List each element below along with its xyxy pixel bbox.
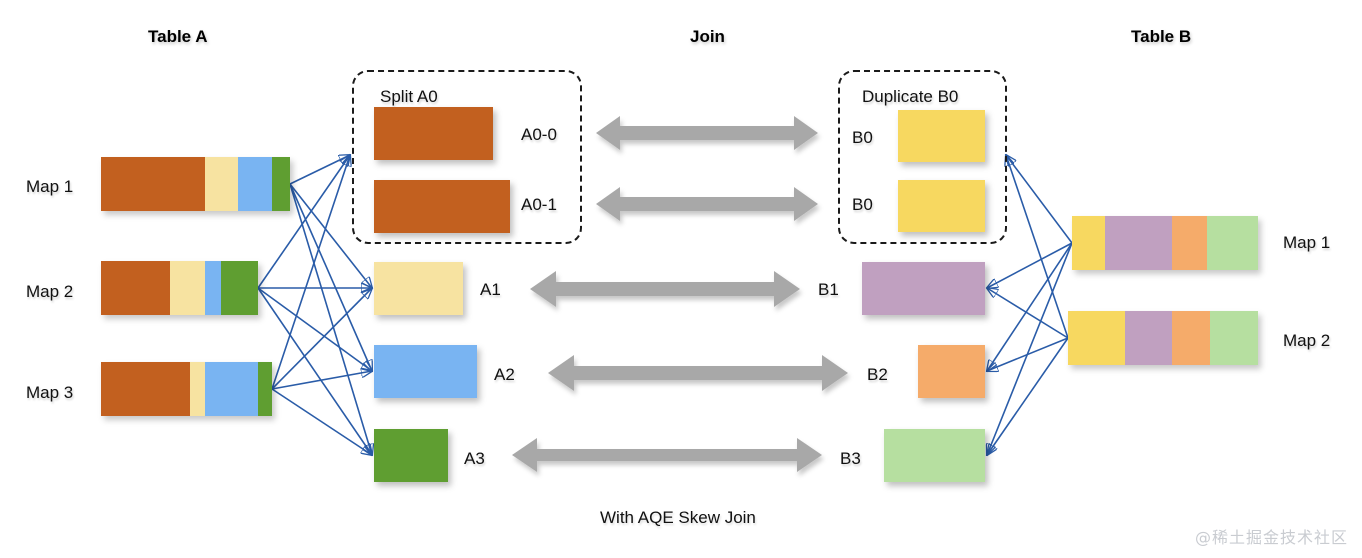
split-a0-group	[352, 70, 582, 244]
segment-a2	[205, 362, 258, 416]
diagram-caption: With AQE Skew Join	[600, 508, 756, 527]
segment-b0	[1068, 311, 1125, 365]
segment-b3	[1207, 216, 1258, 270]
partition-label-a3: A3	[464, 449, 485, 468]
segment-a2	[238, 157, 272, 211]
partition-a1[interactable]	[374, 262, 463, 315]
join-arrow-a0-0	[596, 116, 818, 150]
table-a-map-bar-2	[101, 261, 258, 315]
partition-b0-second[interactable]	[898, 180, 985, 232]
partition-label-b0-second: B0	[852, 195, 873, 214]
segment-a1	[190, 362, 205, 416]
table-a-map-bar-1	[101, 157, 290, 211]
map-label-a3: Map 3	[26, 383, 74, 402]
segment-b1	[1125, 311, 1172, 365]
partition-label-a0-1: A0-1	[521, 195, 557, 214]
segment-b2	[1172, 311, 1210, 365]
segment-a2	[205, 261, 221, 315]
segment-a0	[101, 157, 205, 211]
segment-b2	[1172, 216, 1207, 270]
partition-b3[interactable]	[884, 429, 985, 482]
map-label-a2: Map 2	[26, 282, 74, 301]
segment-a3	[221, 261, 258, 315]
segment-a1	[205, 157, 238, 211]
segment-b1	[1105, 216, 1172, 270]
partition-label-a1: A1	[480, 280, 501, 299]
partition-b2[interactable]	[918, 345, 985, 398]
partition-label-a2: A2	[494, 365, 515, 384]
watermark: @稀土掘金技术社区	[1194, 528, 1348, 547]
duplicate-b0-group	[838, 70, 1007, 244]
partition-a2[interactable]	[374, 345, 477, 398]
table-a-map-bar-3	[101, 362, 272, 416]
segment-a0	[101, 261, 170, 315]
partition-a3[interactable]	[374, 429, 448, 482]
partition-label-b0-first: B0	[852, 128, 873, 147]
partition-b1[interactable]	[862, 262, 985, 315]
segment-a3	[258, 362, 272, 416]
join-arrow-a0-1	[596, 187, 818, 221]
segment-a0	[101, 362, 190, 416]
table-b-map-bar-2	[1068, 311, 1258, 365]
split-a0-title: Split A0	[380, 87, 438, 106]
partition-a0-0[interactable]	[374, 107, 493, 160]
segment-b0	[1072, 216, 1105, 270]
join-arrow-a2-b2	[548, 355, 848, 391]
segment-a1	[170, 261, 205, 315]
table-b-map-bar-1	[1072, 216, 1258, 270]
partition-b0-first[interactable]	[898, 110, 985, 162]
partition-a0-1[interactable]	[374, 180, 510, 233]
join-arrow-a3-b3	[512, 438, 822, 472]
partition-label-b1: B1	[818, 280, 839, 299]
map-label-a1: Map 1	[26, 177, 74, 196]
map-label-b1: Map 1	[1283, 233, 1331, 252]
segment-b3	[1210, 311, 1258, 365]
partition-label-b2: B2	[867, 365, 888, 384]
header-join: Join	[690, 27, 725, 46]
duplicate-b0-title: Duplicate B0	[862, 87, 959, 106]
map-label-b2: Map 2	[1283, 331, 1331, 350]
join-arrow-a1-b1	[530, 271, 800, 307]
partition-label-a0-0: A0-0	[521, 125, 557, 144]
header-table-b: Table B	[1131, 27, 1192, 46]
segment-a3	[272, 157, 290, 211]
partition-label-b3: B3	[840, 449, 861, 468]
header-table-a: Table A	[148, 27, 208, 46]
